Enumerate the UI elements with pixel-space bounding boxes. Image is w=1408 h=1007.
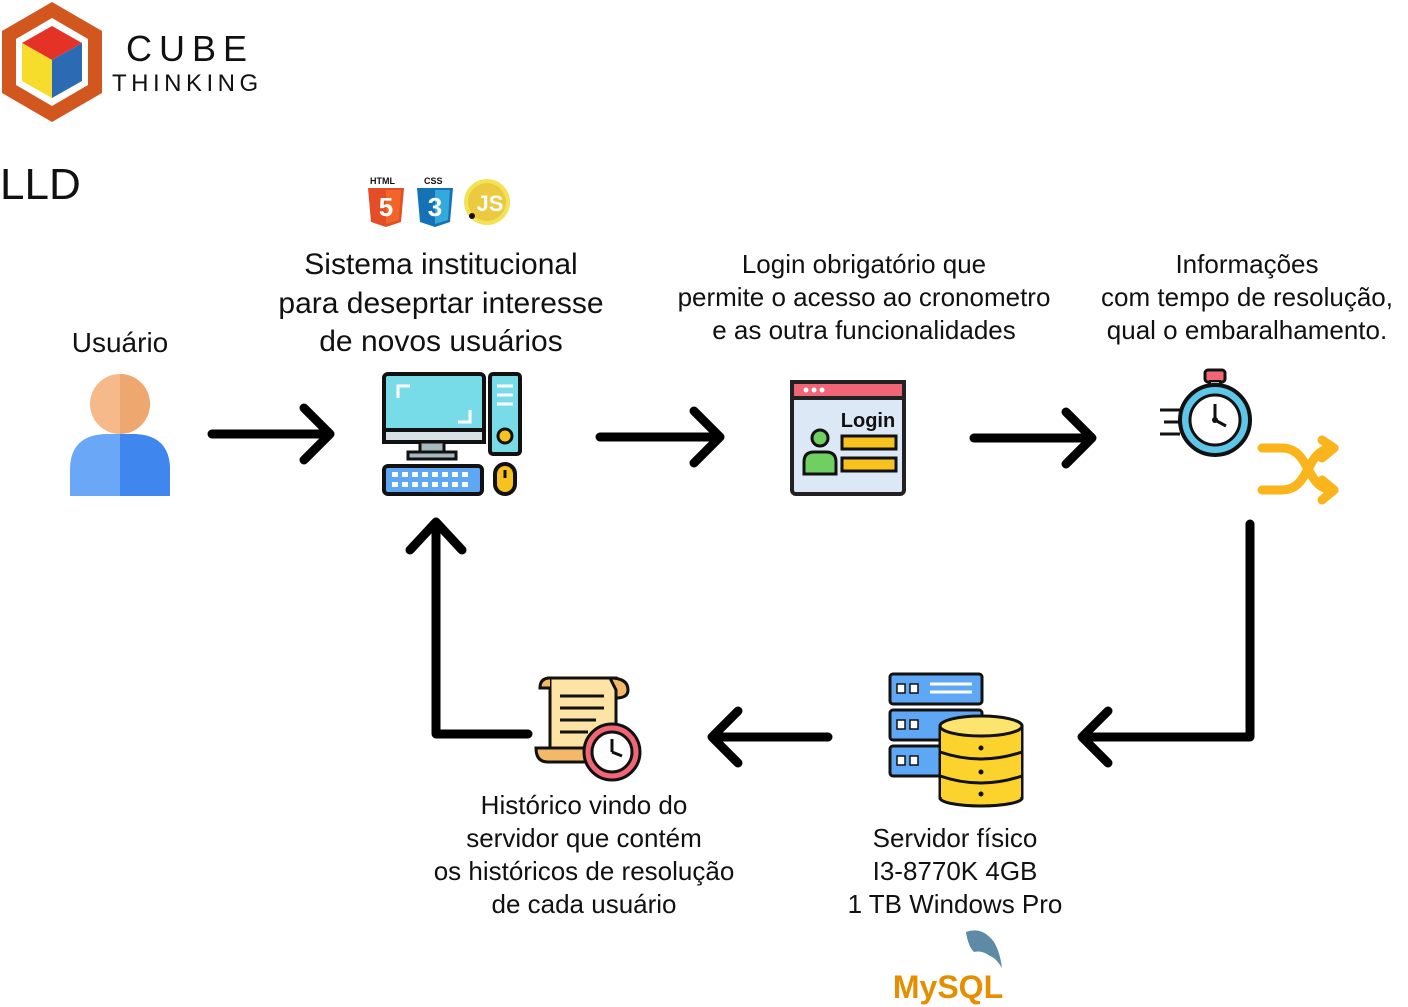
mysql-logo: MySQL (893, 930, 1003, 1005)
css3-icon: CSS 3 (417, 176, 453, 227)
arrow-login-to-info (969, 407, 1097, 469)
login-label: Login obrigatório que permite o acesso a… (677, 249, 1051, 345)
info-label: Informações com tempo de resolução, qual… (1101, 249, 1393, 345)
arrow-user-to-system (207, 403, 335, 465)
shuffle-icon (1257, 435, 1339, 505)
tech-stack-icons: HTML 5 CSS 3 JS (368, 176, 510, 227)
page-title: LLD (0, 160, 81, 209)
svg-text:3: 3 (428, 192, 442, 222)
svg-text:5: 5 (379, 192, 393, 222)
mysql-logo-text: MySQL (893, 969, 1003, 1005)
arrow-system-to-login (595, 406, 725, 468)
html5-icon: HTML 5 (368, 176, 404, 227)
system-label: Sistema institucional para deseprtar int… (278, 248, 604, 358)
javascript-icon: JS (464, 179, 510, 225)
arrow-info-to-server (1077, 519, 1255, 768)
css3-caption: CSS (424, 176, 443, 186)
javascript-caption: JS (477, 191, 504, 216)
brand-name-top: CUBE (126, 28, 255, 69)
computer-icon (382, 372, 522, 496)
cube-logo-icon (2, 2, 102, 122)
server-database-icon (888, 672, 1024, 808)
user-icon (70, 374, 170, 496)
history-scroll-icon (534, 676, 642, 782)
user-label: Usuário (71, 327, 169, 358)
login-icon-text: Login (841, 410, 895, 432)
stopwatch-icon (1160, 368, 1252, 457)
arrow-history-to-system (405, 517, 533, 739)
brand-name-bottom: THINKING (112, 70, 263, 97)
arrow-server-to-history (707, 706, 833, 768)
history-label: Histórico vindo do servidor que contém o… (433, 790, 735, 919)
login-window-icon: Login (790, 380, 906, 496)
server-label: Servidor físico I3-8770K 4GB 1 TB Window… (847, 823, 1063, 919)
html5-caption: HTML (370, 176, 395, 186)
